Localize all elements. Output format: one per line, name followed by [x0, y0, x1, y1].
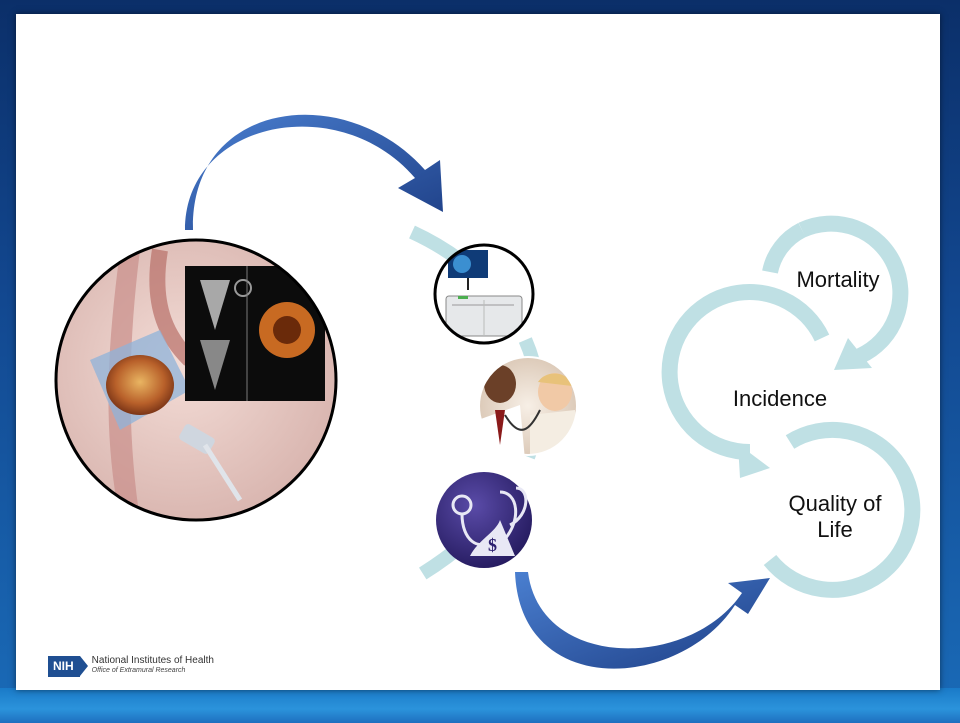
quality-of-life-label: Quality of Life	[788, 491, 882, 542]
heart-echo-illustration	[54, 238, 338, 522]
quality-ring	[763, 421, 921, 598]
top-curved-arrow	[185, 114, 443, 230]
ultrasound-machine-icon	[433, 243, 535, 345]
outcome-cycle	[661, 215, 921, 598]
nih-office-name: Office of Extramural Research	[91, 667, 186, 674]
nih-org-name: National Institutes of Health	[91, 655, 214, 666]
mortality-label: Mortality	[796, 267, 880, 292]
mortality-ring	[798, 215, 909, 364]
bottom-curved-arrow	[515, 572, 770, 669]
incidence-arrowhead	[738, 444, 770, 478]
bottom-band	[0, 688, 960, 723]
incidence-ring	[661, 284, 830, 461]
doctor-child-photo	[478, 356, 578, 456]
mortality-arrowhead	[834, 338, 872, 370]
stethoscope-dollar-icon: $	[436, 472, 532, 568]
nih-logo-mark: NIH	[48, 655, 88, 677]
incidence-label: Incidence	[732, 386, 828, 411]
svg-text:$: $	[488, 535, 497, 555]
nih-logo: NIH National Institutes of Health Office…	[48, 654, 214, 678]
